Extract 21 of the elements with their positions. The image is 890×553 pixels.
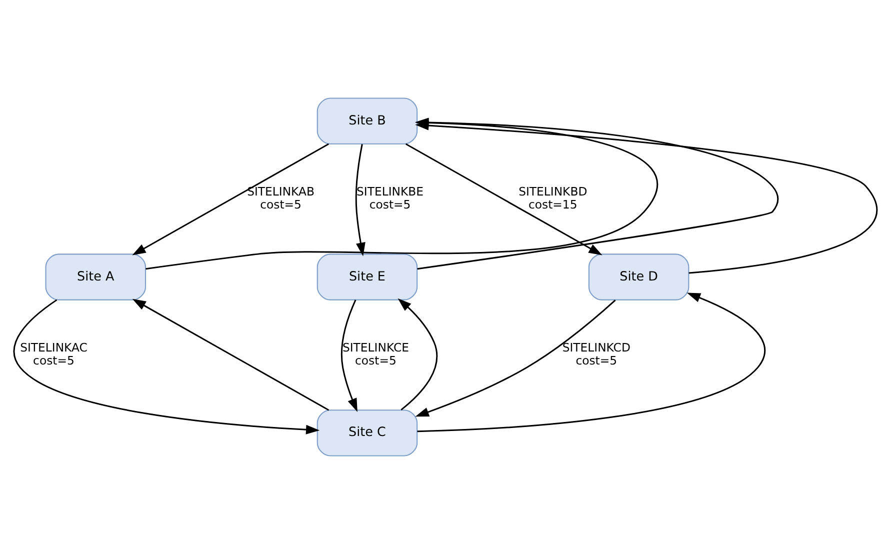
arrow bbox=[405, 142, 602, 255]
node-box: Site C bbox=[316, 409, 418, 456]
edge-label: SITELINKAC cost=5 bbox=[20, 340, 87, 367]
arrow bbox=[414, 299, 616, 416]
arrow bbox=[354, 144, 365, 256]
edge-label: SITELINKBD cost=15 bbox=[518, 184, 587, 211]
edge-label: SITELINKBE cost=5 bbox=[356, 184, 424, 211]
edge-label: SITELINKAB cost=5 bbox=[246, 184, 314, 211]
node-box: Site E bbox=[316, 253, 418, 300]
edge-label: SITELINKCD cost=5 bbox=[562, 340, 630, 367]
arrow bbox=[416, 292, 765, 432]
arrow bbox=[12, 298, 320, 434]
arrow bbox=[132, 298, 329, 410]
arrow bbox=[132, 142, 328, 255]
arrow bbox=[340, 299, 357, 412]
edge-label: SITELINKCE cost=5 bbox=[342, 340, 408, 367]
node-box: Site A bbox=[44, 253, 146, 300]
node-box: Site B bbox=[316, 97, 418, 144]
arrow bbox=[414, 120, 877, 274]
arrow bbox=[397, 298, 438, 410]
node-box: Site D bbox=[588, 253, 689, 300]
